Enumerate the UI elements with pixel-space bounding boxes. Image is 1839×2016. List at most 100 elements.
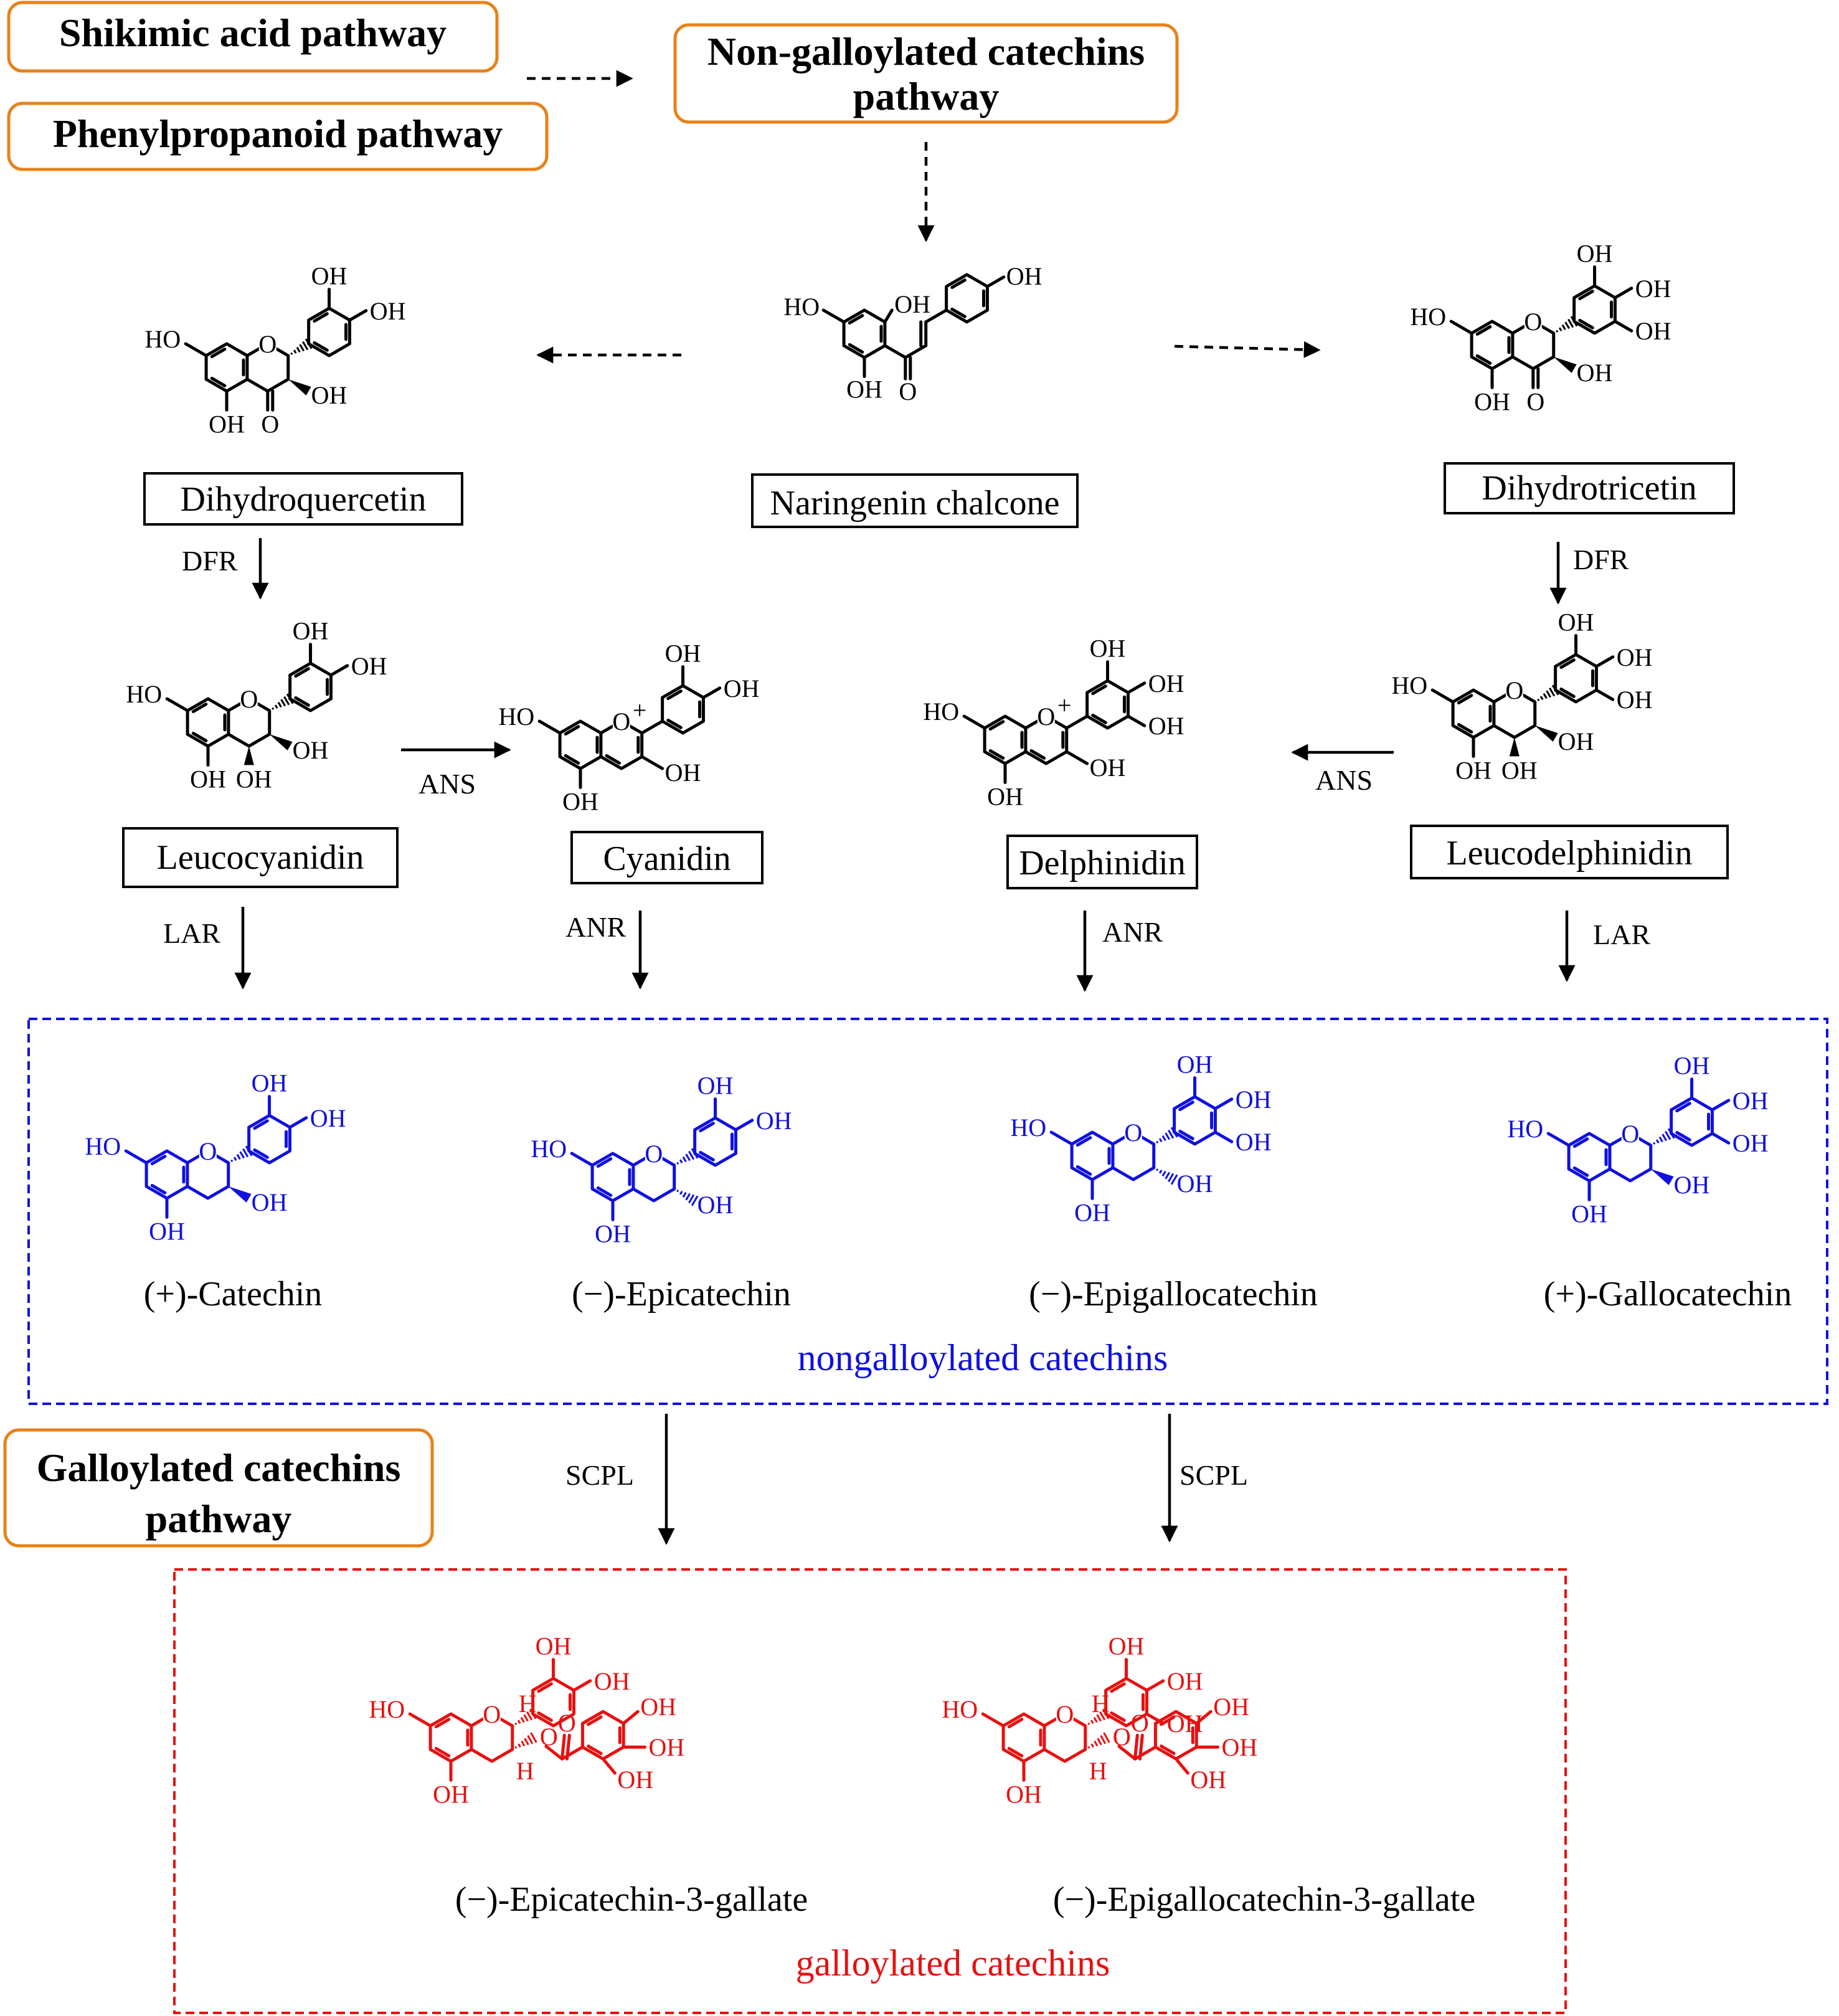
b-ring-oh-label: OH xyxy=(1236,1128,1272,1156)
b-ring-oh-label: OH xyxy=(370,297,406,325)
ring-oxygen-label: O xyxy=(1524,308,1542,336)
a-ring-ho-label: HO xyxy=(923,698,959,726)
c3-oh-label: OH xyxy=(1090,754,1126,782)
c4-oh-label: OH xyxy=(236,765,272,793)
epigallocatechin-name: (−)-Epigallocatechin xyxy=(1029,1275,1318,1313)
c4-oh-label: OH xyxy=(1501,756,1538,784)
galloylated-pathway-box: Galloylated catechins pathway xyxy=(3,1428,434,1548)
c3-oh-label: OH xyxy=(665,759,701,787)
a-ring-oh-label: OH xyxy=(1006,1780,1042,1808)
c3-h-label: H xyxy=(1089,1757,1107,1785)
c3-oh-label: OH xyxy=(252,1188,288,1216)
c3-oh-label: OH xyxy=(311,381,347,409)
b-ring-oh-label: OH xyxy=(1177,1051,1213,1079)
b-ring-oh-label: OH xyxy=(1733,1129,1769,1157)
cyanidin-box: Cyanidin xyxy=(570,831,763,884)
non-galloylated-pathway-box: Non-galloylated catechins pathway xyxy=(673,23,1179,124)
chalcone-ho-label: HO xyxy=(783,293,820,321)
b-ring-oh-label: OH xyxy=(1635,317,1671,345)
enzyme-scpl-left: SCPL xyxy=(565,1459,634,1491)
a-ring-ho-label: HO xyxy=(144,325,181,353)
b-ring-oh-label: OH xyxy=(310,1104,346,1132)
non-galloylated-pathway-label-2: pathway xyxy=(853,74,1000,118)
b-ring-oh-label: OH xyxy=(1617,686,1653,714)
c2-h-label: H xyxy=(1092,1690,1110,1718)
enzyme-lar-left: LAR xyxy=(163,917,220,949)
enzyme-dfr-right: DFR xyxy=(1573,544,1629,575)
ring-oxygen-label: O xyxy=(1505,676,1523,704)
ring-oxygen-label: O xyxy=(1037,703,1055,731)
delphinidin-box: Delphinidin xyxy=(1006,835,1198,889)
galloylated-pathway-label-1: Galloylated catechins xyxy=(37,1446,401,1490)
ring-oxygen-label: O xyxy=(1056,1700,1074,1728)
b-ring-oh-label: OH xyxy=(311,262,347,290)
a-ring-oh-label: OH xyxy=(190,765,226,793)
c3-h-label: H xyxy=(516,1757,534,1785)
dihydrotricetin-box: Dihydrotricetin xyxy=(1444,462,1735,514)
enzyme-ans-right: ANS xyxy=(1315,764,1373,796)
gallate-oh-label: OH xyxy=(1190,1766,1226,1794)
a-ring-oh-label: OH xyxy=(595,1219,631,1247)
nongalloylated-group-label: nongalloylated catechins xyxy=(798,1337,1168,1378)
a-ring-oh-label: OH xyxy=(433,1780,469,1808)
a-ring-oh-label: OH xyxy=(149,1217,185,1245)
b-ring-oh-label: OH xyxy=(1674,1052,1710,1080)
b-ring-oh-label: OH xyxy=(697,1072,734,1100)
b-ring-oh-label: OH xyxy=(1577,240,1613,268)
b-ring-oh-label: OH xyxy=(293,617,329,645)
b-ring-oh-label: OH xyxy=(1617,643,1653,671)
naringenin-chalcone-label: Naringenin chalcone xyxy=(770,484,1060,523)
b-ring-oh-label: OH xyxy=(1558,608,1594,637)
b-ring-oh-label: OH xyxy=(1109,1632,1145,1660)
carbonyl-oxygen-label: O xyxy=(1526,387,1544,415)
c3-oh-label: OH xyxy=(1674,1171,1710,1199)
chalcone-carbonyl-label: O xyxy=(899,377,917,405)
enzyme-scpl-right: SCPL xyxy=(1180,1459,1248,1491)
a-ring-oh-label: OH xyxy=(987,782,1023,810)
b-ring-oh-label: OH xyxy=(351,652,387,680)
catechin-name: (+)-Catechin xyxy=(144,1275,323,1313)
a-ring-oh-label: OH xyxy=(1455,756,1492,784)
enzyme-ans-left: ANS xyxy=(418,768,476,800)
c2-h-label: H xyxy=(519,1690,537,1718)
ring-oxygen-label: O xyxy=(483,1700,501,1728)
a-ring-oh-label: OH xyxy=(1571,1200,1607,1228)
a-ring-ho-label: HO xyxy=(369,1695,405,1723)
b-ring-oh-label: OH xyxy=(594,1667,630,1695)
b-ring-oh-label: OH xyxy=(1236,1086,1272,1114)
egcg-name: (−)-Epigallocatechin-3-gallate xyxy=(1053,1880,1475,1919)
naringenin-chalcone-box: Naringenin chalcone xyxy=(751,473,1079,528)
gallate-oh-label: OH xyxy=(1221,1733,1257,1761)
ring-oxygen-label: O xyxy=(258,330,277,358)
galloylated-group-label: galloylated catechins xyxy=(796,1943,1110,1984)
dihydroquercetin-box: Dihydroquercetin xyxy=(143,472,463,526)
b-ring-oh-label: OH xyxy=(1148,712,1184,740)
b-ring-oh-label: OH xyxy=(536,1632,572,1660)
ring-oxygen-label: O xyxy=(240,685,258,713)
galloylated-pathway-label-2: pathway xyxy=(146,1497,292,1541)
enzyme-lar-right: LAR xyxy=(1593,919,1650,950)
ester-oxygen-label: O xyxy=(540,1723,558,1751)
leucodelphinidin-label: Leucodelphinidin xyxy=(1446,834,1692,873)
c3-oh-label: OH xyxy=(1577,359,1613,387)
ring-oxygen-label: O xyxy=(199,1137,217,1165)
epicatechin-name: (−)-Epicatechin xyxy=(572,1275,791,1313)
a-ring-oh-label: OH xyxy=(209,410,245,438)
a-ring-ho-label: HO xyxy=(942,1695,978,1723)
carbonyl-oxygen-label: O xyxy=(558,1709,576,1737)
ring-oxygen-label: O xyxy=(1124,1119,1142,1147)
ester-oxygen-label: O xyxy=(1113,1723,1131,1751)
a-ring-ho-label: HO xyxy=(1391,671,1427,699)
chalcone-oh-label: OH xyxy=(846,375,882,403)
shikimic-acid-pathway-label: Shikimic acid pathway xyxy=(59,11,447,55)
